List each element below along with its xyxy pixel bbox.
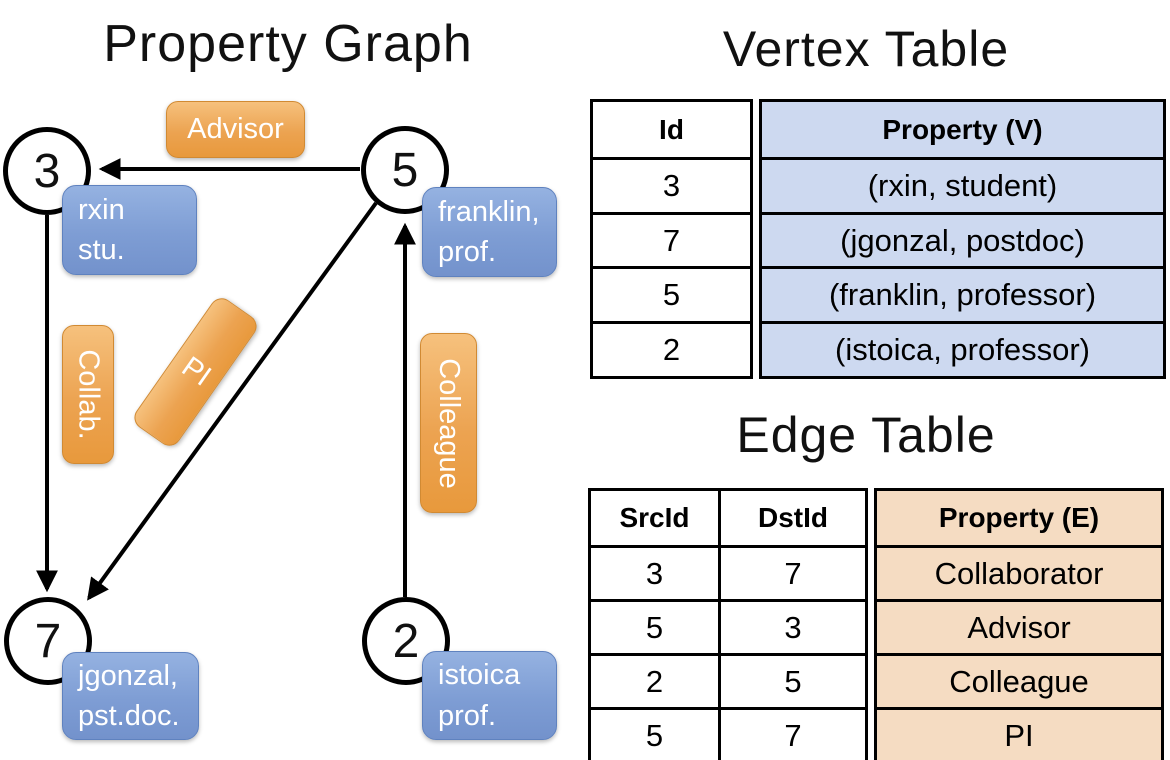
edge-table-title: Edge Table [736, 407, 996, 463]
vertex-table-property-header: Property (V) [762, 102, 1163, 157]
edge-label-colleague: Colleague [420, 333, 477, 513]
vertex-table-id-header: Id [659, 113, 684, 145]
graph-node-5: 5 [361, 126, 449, 214]
table-cell: 5 [718, 653, 865, 707]
edge-table-property-column: Property (E) Collaborator Advisor Collea… [874, 488, 1164, 760]
edge-label-colleague-text: Colleague [433, 357, 466, 489]
vertex-box-jgonzal: jgonzal, pst.doc. [62, 652, 199, 740]
table-cell: (rxin, student) [762, 157, 1163, 212]
table-cell: 2 [593, 321, 750, 376]
table-cell: 3 [591, 545, 718, 599]
table-cell: 3 [718, 599, 865, 653]
edge-label-advisor-text: Advisor [187, 113, 284, 145]
edge-table: SrcId DstId 3 7 5 3 2 5 5 7 Property (E)… [588, 488, 1164, 760]
table-cell: (franklin, professor) [762, 266, 1163, 321]
edge-table-property-header: Property (E) [877, 491, 1161, 545]
vertex-box-rxin-line1: rxin [78, 193, 125, 226]
edge-label-advisor: Advisor [166, 101, 305, 158]
graph-node-2: 2 [362, 597, 450, 685]
edge-table-id-columns: SrcId DstId 3 7 5 3 2 5 5 7 [588, 488, 868, 760]
table-cell: 7 [718, 707, 865, 760]
vertex-table-title: Vertex Table [722, 21, 1010, 77]
vertex-table-property-column: Property (V) (rxin, student) (jgonzal, p… [759, 99, 1166, 379]
graph-edges [36, 158, 416, 601]
table-cell: Colleague [877, 653, 1161, 707]
edge-label-collab: Collab. [62, 325, 114, 464]
property-graph-title: Property Graph [103, 15, 473, 73]
vertex-box-istoica-line2: prof. [438, 699, 497, 732]
edge-table-srcid-header: SrcId [619, 502, 690, 533]
table-cell: Collaborator [877, 545, 1161, 599]
table-cell: 7 [593, 212, 750, 266]
vertex-table-id-column: Id 3 7 5 2 [590, 99, 753, 379]
vertex-box-franklin-line2: prof. [438, 236, 497, 268]
table-cell: Advisor [877, 599, 1161, 653]
vertex-box-rxin: rxin stu. [62, 185, 197, 275]
vertex-box-istoica-line1: istoica [438, 659, 521, 692]
vertex-box-jgonzal-line1: jgonzal, [78, 659, 178, 692]
vertex-box-rxin-line2: stu. [78, 234, 125, 266]
table-cell: (istoica, professor) [762, 321, 1163, 376]
edge-label-pi-text: PI [175, 350, 217, 393]
vertex-box-istoica: istoica prof. [422, 651, 557, 740]
edge-table-dstid-header: DstId [718, 491, 865, 545]
table-cell: 5 [591, 707, 718, 760]
table-cell: 5 [591, 599, 718, 653]
vertex-box-jgonzal-line2: pst.doc. [78, 700, 180, 732]
table-cell: PI [877, 707, 1161, 760]
vertex-table: Id 3 7 5 2 Property (V) (rxin, student) … [590, 99, 1166, 379]
table-cell: 3 [593, 157, 750, 212]
edge-5-to-7 [87, 201, 378, 601]
vertex-box-franklin-line1: franklin, [438, 195, 540, 228]
table-cell: 5 [593, 266, 750, 321]
edge-label-collab-text: Collab. [72, 349, 105, 440]
table-cell: (jgonzal, postdoc) [762, 212, 1163, 266]
vertex-box-franklin: franklin, prof. [422, 187, 557, 277]
table-cell: 2 [591, 653, 718, 707]
table-cell: 7 [718, 545, 865, 599]
